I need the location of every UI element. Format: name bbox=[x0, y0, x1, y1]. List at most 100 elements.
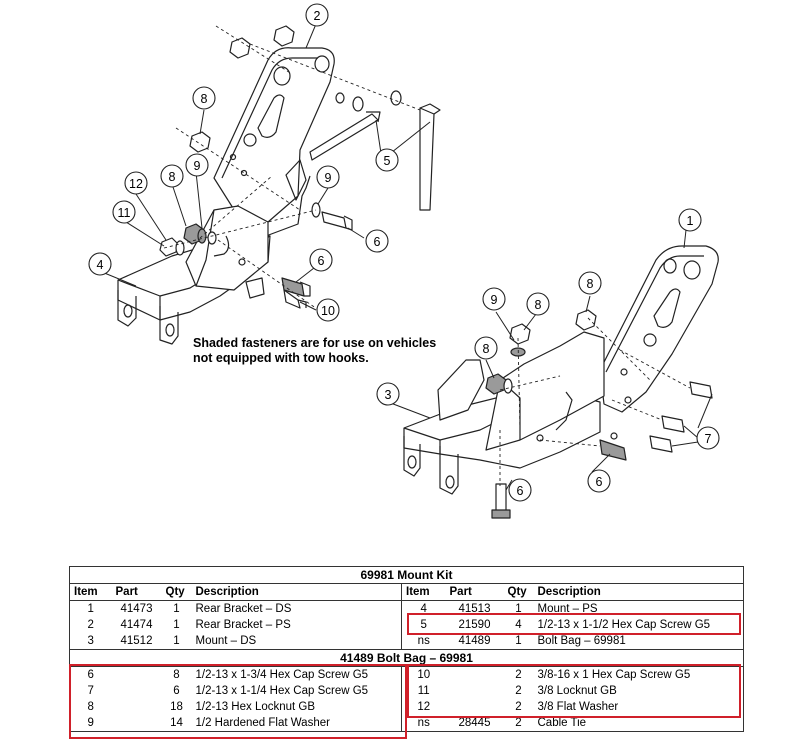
cell-item: 10 bbox=[401, 666, 446, 683]
note-line-1: Shaded fasteners are for use on vehicles bbox=[193, 336, 437, 350]
header-description: Description bbox=[191, 583, 402, 601]
cell-item: 6 bbox=[87, 669, 94, 681]
callout-9c bbox=[482, 287, 506, 311]
callout-label: 9 bbox=[325, 171, 332, 185]
left-fasteners bbox=[159, 25, 402, 309]
cell-qty: 1 bbox=[515, 635, 522, 647]
cell-qty: 14 bbox=[170, 717, 183, 729]
hex-cap-screw-5 bbox=[309, 103, 441, 211]
cell-item: 12 bbox=[401, 699, 446, 715]
cell-description: Cable Tie bbox=[537, 717, 587, 729]
callout-1 bbox=[678, 208, 702, 232]
callout-11 bbox=[112, 200, 136, 224]
cell-description: 3/8 Locknut GB bbox=[537, 685, 617, 697]
cell-part: 41473 bbox=[120, 603, 153, 615]
callout-label: 6 bbox=[517, 484, 524, 498]
cell-item: 4 bbox=[401, 600, 446, 617]
cell-qty: 8 bbox=[173, 669, 180, 681]
callout-9b bbox=[316, 165, 340, 189]
cell-description: 1/2 Hardened Flat Washer bbox=[195, 717, 330, 729]
callout-label: 1 bbox=[687, 214, 694, 228]
callout-label: 8 bbox=[483, 342, 490, 356]
cell-description: Bolt Bag – 69981 bbox=[537, 635, 626, 647]
cell-item: 5 bbox=[401, 617, 446, 633]
table-header-row: Item Part Qty Description Item Part Qty … bbox=[69, 583, 744, 601]
callout-label: 6 bbox=[596, 475, 603, 489]
table-row: 8 18 1/2-13 Hex Locknut GB 12 2 3/8 Flat… bbox=[70, 699, 744, 715]
cell-description: 3/8 Flat Washer bbox=[537, 701, 619, 713]
cell-qty: 1 bbox=[515, 603, 522, 615]
cell-item: 3 bbox=[87, 635, 94, 647]
cell-part: 41512 bbox=[120, 635, 153, 647]
callout-6d bbox=[508, 478, 532, 502]
mount-ps bbox=[403, 331, 605, 495]
header-qty: Qty bbox=[161, 583, 192, 601]
callout-label: 4 bbox=[97, 258, 104, 272]
cell-qty: 6 bbox=[173, 685, 180, 697]
cell-qty: 18 bbox=[170, 701, 183, 713]
callout-4 bbox=[88, 252, 112, 276]
cell-part: 41513 bbox=[458, 603, 491, 615]
cell-qty: 4 bbox=[515, 619, 522, 631]
callout-label: 6 bbox=[374, 235, 381, 249]
header-qty: Qty bbox=[503, 583, 534, 601]
callout-label: 2 bbox=[314, 9, 321, 23]
cell-description: 1/2-13 x 1-3/4 Hex Cap Screw G5 bbox=[195, 669, 369, 681]
callout-label: 8 bbox=[535, 298, 542, 312]
callout-6c bbox=[587, 469, 611, 493]
callout-label: 9 bbox=[194, 159, 201, 173]
cell-part: 21590 bbox=[458, 619, 491, 631]
callout-3 bbox=[376, 382, 400, 406]
callout-label: 6 bbox=[318, 254, 325, 268]
callout-label: 9 bbox=[491, 293, 498, 307]
cell-part: 41474 bbox=[120, 619, 153, 631]
cell-description: Mount – DS bbox=[195, 635, 257, 647]
cell-item: 8 bbox=[87, 701, 94, 713]
table-row: 6 8 1/2-13 x 1-3/4 Hex Cap Screw G5 10 2… bbox=[70, 666, 744, 683]
cell-description: 3/8-16 x 1 Hex Cap Screw G5 bbox=[537, 669, 691, 681]
table-row: 7 6 1/2-13 x 1-1/4 Hex Cap Screw G5 11 2… bbox=[70, 683, 744, 699]
right-fasteners bbox=[485, 309, 713, 519]
table-row: 9 14 1/2 Hardened Flat Washer ns 28445 2… bbox=[70, 715, 744, 732]
note-line-2: not equipped with tow hooks. bbox=[193, 351, 369, 365]
callout-8e bbox=[474, 336, 498, 360]
cell-item: 9 bbox=[87, 717, 94, 729]
callout-8d bbox=[526, 292, 550, 316]
callout-2 bbox=[305, 3, 329, 27]
header-item: Item bbox=[401, 583, 446, 601]
cell-description: Rear Bracket – PS bbox=[195, 619, 291, 631]
callout-5 bbox=[375, 148, 399, 172]
cell-qty: 1 bbox=[173, 603, 180, 615]
callout-8b bbox=[160, 164, 184, 188]
mount-kit-title: 69981 Mount Kit bbox=[68, 566, 745, 584]
highlight-box-items-6-9 bbox=[69, 664, 407, 739]
alignment-lines bbox=[163, 25, 691, 486]
callout-label: 3 bbox=[385, 388, 392, 402]
callout-9a bbox=[185, 153, 209, 177]
table-row: 3 41512 1 Mount – DS ns 41489 1 Bolt Bag… bbox=[70, 633, 744, 650]
cell-qty: 2 bbox=[515, 685, 522, 697]
callout-label: 7 bbox=[705, 432, 712, 446]
header-description: Description bbox=[533, 583, 744, 601]
cell-qty: 1 bbox=[173, 619, 180, 631]
callout-8a bbox=[192, 86, 216, 110]
cell-qty: 2 bbox=[515, 717, 522, 729]
callout-8c bbox=[578, 271, 602, 295]
cell-item: 7 bbox=[87, 685, 94, 697]
cell-item: 1 bbox=[87, 603, 94, 615]
callout-label: 8 bbox=[169, 170, 176, 184]
parts-list-table: 69981 Mount Kit Item Part Qty Descriptio… bbox=[68, 566, 745, 732]
callout-label: 12 bbox=[129, 177, 143, 191]
cell-description: Mount – PS bbox=[537, 603, 598, 615]
cell-item: ns bbox=[401, 633, 446, 650]
cell-item: 2 bbox=[87, 619, 94, 631]
table-row: 1 41473 1 Rear Bracket – DS 4 41513 1 Mo… bbox=[70, 600, 744, 617]
highlight-box-items-10-12 bbox=[407, 664, 741, 718]
cell-description: 1/2-13 Hex Locknut GB bbox=[195, 701, 316, 713]
highlight-box-item-5 bbox=[407, 613, 741, 635]
header-part: Part bbox=[445, 583, 504, 601]
callout-6a bbox=[365, 229, 389, 253]
cell-item: 11 bbox=[401, 683, 446, 699]
cell-description: Rear Bracket – DS bbox=[195, 603, 292, 615]
callout-6b bbox=[309, 248, 333, 272]
